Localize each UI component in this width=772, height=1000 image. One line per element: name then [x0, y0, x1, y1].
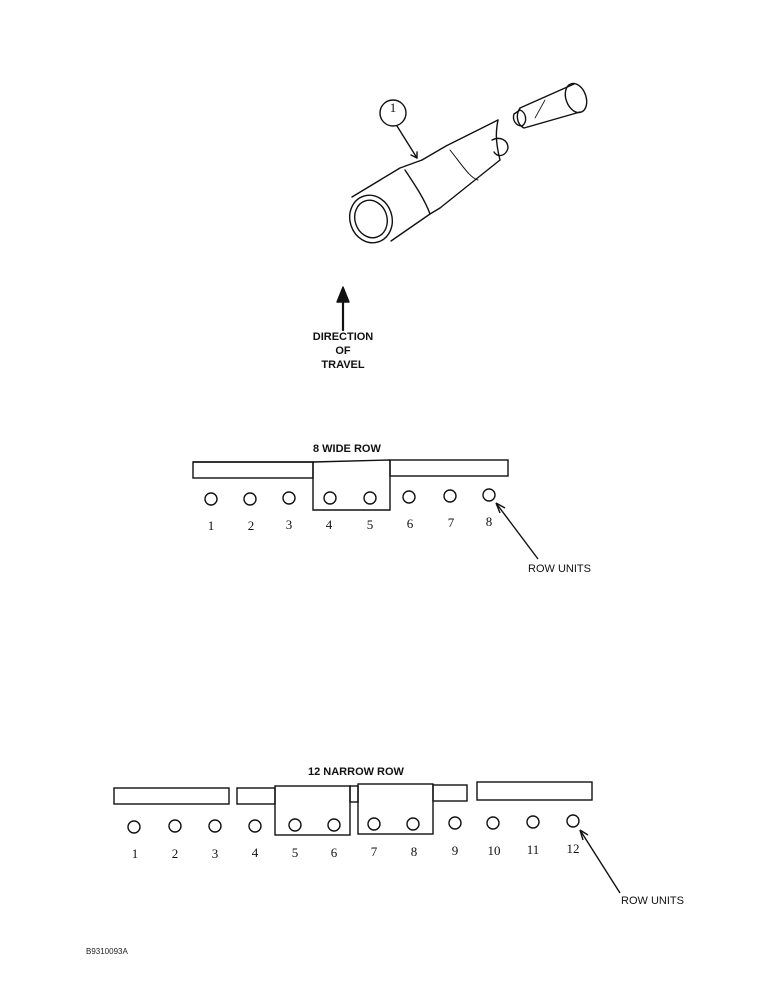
- wide-unit-2: [243, 492, 257, 506]
- wide-unit-num: 6: [406, 516, 414, 531]
- narrow-unit-8: [406, 817, 420, 831]
- narrow-toolbar-3: [349, 785, 359, 803]
- narrow-center-frame-left: [274, 785, 351, 836]
- wide-unit-5: [363, 491, 377, 505]
- wide-unit-num: 5: [366, 517, 374, 532]
- wide-row-units-label: ROW UNITS: [528, 563, 591, 575]
- narrow-unit-num: 4: [251, 845, 259, 860]
- callout-circle: [379, 99, 407, 127]
- wide-pointer-leader: [495, 502, 539, 560]
- narrow-unit-num: 11: [526, 842, 540, 857]
- sleeve-opening: [348, 194, 394, 244]
- narrow-unit-1: [127, 820, 141, 834]
- narrow-toolbar-1: [113, 787, 230, 805]
- narrow-toolbar-5: [476, 781, 593, 801]
- narrow-unit-10: [486, 816, 500, 830]
- wide-unit-8: [482, 488, 496, 502]
- wide-unit-6: [402, 490, 416, 504]
- narrow-unit-num: 8: [410, 844, 418, 859]
- direction-of-travel-label: DIRECTION OF TRAVEL: [312, 331, 374, 371]
- wide-unit-num: 1: [207, 518, 215, 533]
- narrow-unit-4: [248, 819, 262, 833]
- narrow-row-title: 12 NARROW ROW: [308, 766, 404, 778]
- wide-unit-1: [204, 492, 218, 506]
- wide-center-frame: [193, 460, 391, 511]
- narrow-unit-9: [448, 816, 462, 830]
- narrow-pointer-leader: [579, 829, 621, 894]
- narrow-row-units-label: ROW UNITS: [621, 895, 684, 907]
- wide-unit-num: 7: [447, 515, 455, 530]
- wide-unit-4: [323, 491, 337, 505]
- narrow-toolbar-4: [432, 784, 468, 802]
- narrow-unit-num: 6: [330, 845, 338, 860]
- narrow-unit-num: 1: [131, 846, 139, 861]
- narrow-unit-num: 9: [451, 843, 459, 858]
- wide-unit-num: 2: [247, 518, 255, 533]
- wide-unit-num: 4: [325, 517, 333, 532]
- narrow-toolbar-2: [236, 787, 276, 805]
- narrow-unit-num: 2: [171, 846, 179, 861]
- narrow-unit-12: [566, 814, 580, 828]
- callout-leader: [396, 125, 418, 159]
- narrow-unit-num: 5: [291, 845, 299, 860]
- figure-code: B9310093A: [86, 947, 128, 956]
- callout-number: 1: [389, 100, 397, 115]
- narrow-unit-num: 7: [370, 844, 378, 859]
- narrow-unit-num: 3: [211, 846, 219, 861]
- narrow-unit-3: [208, 819, 222, 833]
- wide-unit-3: [282, 491, 296, 505]
- wide-unit-7: [443, 489, 457, 503]
- narrow-center-frame-right: [357, 783, 434, 835]
- narrow-unit-7: [367, 817, 381, 831]
- narrow-unit-6: [327, 818, 341, 832]
- narrow-unit-2: [168, 819, 182, 833]
- narrow-unit-num: 10: [487, 843, 501, 858]
- wide-row-title: 8 WIDE ROW: [313, 443, 381, 455]
- narrow-unit-5: [288, 818, 302, 832]
- wide-unit-num: 8: [485, 514, 493, 529]
- narrow-unit-11: [526, 815, 540, 829]
- wide-unit-num: 3: [285, 517, 293, 532]
- narrow-unit-num: 12: [566, 841, 580, 856]
